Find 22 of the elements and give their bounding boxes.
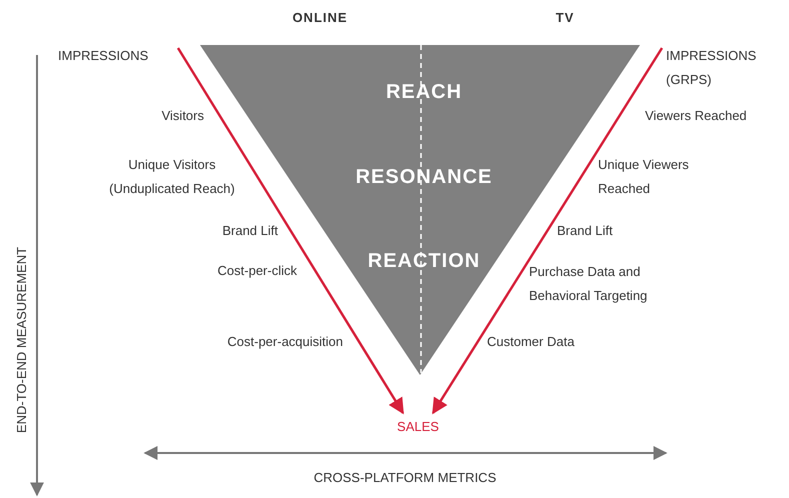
axis-label: END-TO-END MEASUREMENT bbox=[13, 246, 30, 436]
column-heading: ONLINE bbox=[291, 9, 349, 27]
column-heading: TV bbox=[554, 9, 576, 27]
metric-label: Cost-per-click bbox=[216, 262, 297, 280]
metric-label: Brand Lift bbox=[557, 222, 614, 240]
metric-label: Viewers Reached bbox=[645, 107, 748, 125]
metric-label: Unique Visitors (Unduplicated Reach) bbox=[108, 156, 236, 198]
metric-label: Visitors bbox=[160, 107, 204, 125]
sales-label: SALES bbox=[393, 415, 443, 439]
metric-label: IMPRESSIONS bbox=[58, 44, 178, 68]
metric-label: Brand Lift bbox=[221, 222, 278, 240]
metric-label: Unique Viewers Reached bbox=[598, 156, 690, 198]
stage-heading: RESONANCE bbox=[354, 165, 494, 189]
metric-label: Cost-per-acquisition bbox=[226, 333, 343, 351]
metric-label: Customer Data bbox=[487, 333, 576, 351]
axis-label: CROSS-PLATFORM METRICS bbox=[312, 469, 498, 487]
metric-label: IMPRESSIONS (GRPS) bbox=[666, 44, 778, 92]
metric-label: Purchase Data and Behavioral Targeting bbox=[529, 263, 648, 305]
stage-heading: REACTION bbox=[366, 249, 482, 273]
arrow bbox=[432, 47, 664, 414]
stage-heading: REACH bbox=[384, 80, 464, 104]
arrow bbox=[176, 47, 404, 414]
